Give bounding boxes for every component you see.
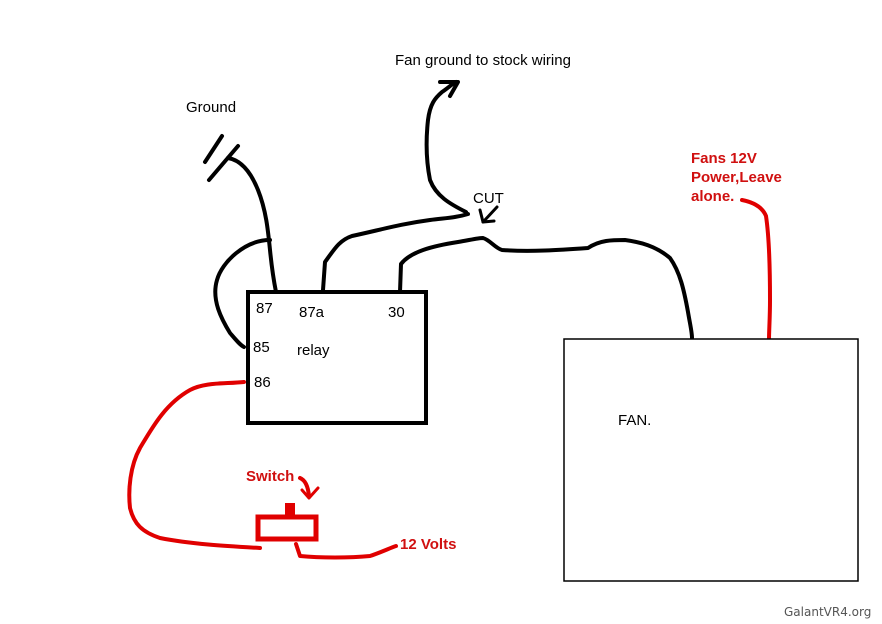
wire-fan-power: [740, 198, 772, 342]
wire-86-to-switch: [127, 380, 262, 550]
pin-87-label: 87: [256, 300, 273, 317]
pin-86-label: 86: [254, 374, 271, 391]
black-wires: [213, 80, 694, 349]
switch-arrow: [298, 476, 311, 498]
fan-label: FAN.: [618, 412, 651, 429]
wire-fan-ground-stock: [424, 80, 468, 214]
twelve-volts-label: 12 Volts: [400, 536, 456, 553]
ground-symbol: [203, 134, 240, 182]
switch-label: Switch: [246, 468, 294, 485]
wire-switch-to-12v: [294, 542, 398, 560]
fan-ground-label: Fan ground to stock wiring: [395, 52, 571, 69]
red-wires: [127, 198, 772, 560]
cut-arrow: [478, 205, 499, 224]
fan-box: [563, 338, 859, 582]
wire-30-to-fan: [398, 236, 694, 340]
arrow-fan-ground: [438, 80, 460, 98]
relay-box: [246, 290, 428, 425]
wire-ground-to-87: [226, 156, 278, 294]
relay-title: relay: [297, 342, 330, 359]
wire-ground-to-85: [213, 238, 272, 349]
fans-power-line3: alone.: [691, 188, 734, 205]
switch-body: [255, 503, 319, 542]
ground-label: Ground: [186, 99, 236, 116]
cut-label: CUT: [473, 190, 504, 207]
wire-87a-to-cut: [321, 212, 470, 292]
pin-87a-label: 87a: [299, 304, 325, 321]
fans-power-line1: Fans 12V: [691, 150, 757, 167]
pin-85-label: 85: [253, 339, 270, 356]
watermark: GalantVR4.org: [784, 605, 871, 619]
pin-30-label: 30: [388, 304, 405, 321]
fans-power-line2: Power,Leave: [691, 169, 782, 186]
